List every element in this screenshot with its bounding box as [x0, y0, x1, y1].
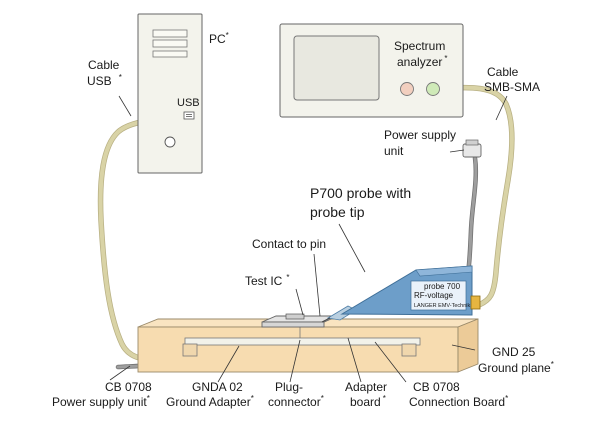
plug-connector-label-1: Plug- — [275, 380, 303, 394]
p700-probe-label-1: P700 probe with — [310, 185, 411, 201]
usb-cable — [97, 115, 191, 363]
leader-lines — [109, 95, 508, 383]
probe-label-line1: probe 700 — [424, 282, 461, 291]
pc-label: PC* — [209, 31, 229, 46]
cb0708-power-supply-label-2: Power supply unit* — [52, 394, 150, 409]
cb0708-power-supply-label-1: CB 0708 — [105, 380, 152, 394]
probe-connector — [470, 295, 481, 310]
spectrum-analyzer-label-2: analyzer* — [397, 54, 447, 69]
probe-label-panel — [410, 280, 467, 311]
cb0708-connection-board-label-2: Connection Board* — [409, 394, 508, 409]
drive-bay-2 — [152, 39, 188, 48]
smb-sma-cable — [435, 84, 515, 308]
drive-bay-1 — [152, 29, 188, 38]
p700-probe: probe 700 RF-voltage LANGER EMV-Technik — [340, 265, 481, 316]
probe-label-line2: RF-voltage — [414, 291, 454, 300]
contact-to-pin-label: Contact to pin — [252, 237, 326, 251]
spectrum-analyzer — [279, 23, 464, 118]
adapter-board — [184, 337, 421, 346]
usb-port-label: USB — [177, 97, 200, 109]
cable-sma-label-2: SMB-SMA — [484, 80, 540, 94]
cable-usb-label-1: Cable — [88, 58, 120, 72]
ground-adapter-foot-left — [182, 343, 198, 357]
plug-connector-label-2: connector* — [268, 394, 324, 409]
analyzer-knob-right — [426, 82, 440, 96]
spectrum-analyzer-label-1: Spectrum — [394, 39, 445, 53]
analyzer-screen — [293, 35, 380, 101]
power-button-icon — [164, 136, 176, 148]
usb-port-icon — [183, 111, 195, 120]
power-supply-unit-label-1: Power supply — [384, 128, 456, 142]
power-supply-unit-label-2: unit — [384, 144, 404, 158]
power-supply-connector — [462, 139, 482, 158]
gnd25-label-2: Ground plane* — [478, 360, 554, 375]
pc-tower — [137, 13, 203, 174]
p700-probe-label-2: probe tip — [310, 204, 365, 220]
analyzer-knob-left — [400, 82, 414, 96]
adapter-board-label-1: Adapter — [345, 380, 387, 394]
drive-bay-3 — [152, 50, 188, 58]
gnda02-label-2: Ground Adapter* — [166, 394, 254, 409]
cb0708-connection-board-label-1: CB 0708 — [413, 380, 460, 394]
ground-adapter-foot-right — [401, 343, 417, 357]
probe-label-line3: LANGER EMV-Technik — [414, 303, 470, 309]
adapter-board-label-2: board* — [350, 394, 386, 409]
test-ic-label: Test IC* — [245, 273, 289, 288]
cable-sma-label-1: Cable — [487, 65, 519, 79]
gnd25-label-1: GND 25 — [492, 345, 536, 359]
cable-usb-label-2: USB* — [87, 73, 122, 88]
gnda02-label-1: GNDA 02 — [192, 380, 243, 394]
